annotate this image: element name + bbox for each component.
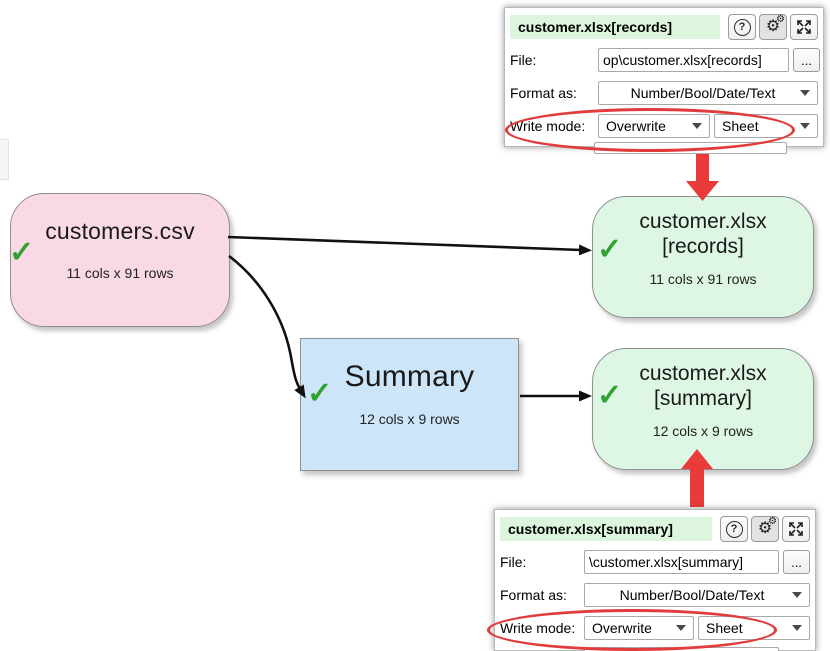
expand-button[interactable] — [782, 516, 810, 542]
chevron-down-icon — [692, 123, 702, 129]
annotation-arrow-down-icon — [686, 146, 719, 201]
write-target-dropdown[interactable]: Sheet — [714, 114, 818, 138]
file-path-input[interactable] — [584, 550, 779, 574]
write-mode-dropdown[interactable]: Overwrite — [598, 114, 710, 138]
gear-icon: ⚙⚙ — [757, 516, 777, 537]
gear-icon: ⚙⚙ — [765, 14, 785, 35]
help-button[interactable]: ? — [720, 516, 748, 542]
check-icon: ✓ — [597, 233, 623, 266]
file-label: File: — [510, 52, 537, 68]
settings-button[interactable]: ⚙⚙ — [751, 516, 779, 542]
file-path-input[interactable] — [598, 48, 789, 72]
node-customer-xlsx-summary[interactable]: ✓ customer.xlsx [summary] 12 cols x 9 ro… — [592, 348, 814, 470]
node-dimensions: 11 cols x 91 rows — [66, 265, 174, 281]
node-title: customers.csv — [45, 218, 195, 244]
node-dimensions: 12 cols x 9 rows — [359, 411, 460, 427]
check-icon: ✓ — [597, 379, 623, 412]
expand-button[interactable] — [790, 14, 818, 40]
format-as-dropdown[interactable]: Number/Bool/Date/Text — [584, 583, 810, 607]
chevron-down-icon — [792, 592, 802, 598]
panel-title: customer.xlsx[records] — [510, 15, 720, 39]
edge-source-to-transform — [228, 254, 306, 399]
format-as-dropdown[interactable]: Number/Bool/Date/Text — [598, 81, 818, 105]
node-title-line1: customer.xlsx — [639, 210, 767, 233]
file-label: File: — [500, 554, 527, 570]
node-title: Summary — [344, 360, 475, 393]
chevron-down-icon — [800, 90, 810, 96]
write-mode-label: Write mode: — [510, 118, 586, 134]
write-mode-label: Write mode: — [500, 620, 576, 636]
chevron-down-icon — [676, 625, 686, 631]
output-panel-summary: customer.xlsx[summary] ? ⚙⚙ File: ... Fo… — [487, 509, 816, 651]
panel-title: customer.xlsx[summary] — [500, 517, 712, 541]
node-title-line1: customer.xlsx — [639, 362, 767, 385]
check-icon: ✓ — [307, 377, 333, 410]
format-as-label: Format as: — [510, 85, 577, 101]
node-title-line2: [records] — [662, 234, 744, 258]
node-title-line2: [summary] — [653, 386, 752, 410]
node-customers-csv[interactable]: ✓ customers.csv 11 cols x 91 rows — [9, 193, 230, 327]
node-customer-xlsx-records[interactable]: ✓ customer.xlsx [records] 11 cols x 91 r… — [592, 196, 814, 318]
node-dimensions: 12 cols x 9 rows — [652, 422, 754, 439]
browse-button[interactable]: ... — [783, 550, 810, 574]
settings-button[interactable]: ⚙⚙ — [759, 14, 787, 40]
check-icon: ✓ — [9, 236, 35, 269]
edge-source-to-records — [227, 235, 592, 256]
node-summary-transform[interactable]: ✓ Summary 12 cols x 9 rows — [300, 338, 519, 471]
format-as-label: Format as: — [500, 587, 567, 603]
help-icon: ? — [733, 18, 751, 36]
output-panel-records: customer.xlsx[records] ? ⚙⚙ File: ... Fo… — [504, 7, 824, 154]
cropped-widget-fragment — [0, 139, 9, 180]
help-button[interactable]: ? — [728, 14, 756, 40]
browse-button[interactable]: ... — [793, 48, 820, 72]
cropped-next-row — [584, 647, 779, 651]
write-mode-dropdown[interactable]: Overwrite — [584, 616, 694, 640]
chevron-down-icon — [792, 625, 802, 631]
expand-arrows-icon — [797, 20, 811, 34]
write-target-dropdown[interactable]: Sheet — [698, 616, 810, 640]
chevron-down-icon — [800, 123, 810, 129]
node-dimensions: 11 cols x 91 rows — [649, 270, 757, 287]
help-icon: ? — [725, 520, 743, 538]
cropped-next-row — [594, 142, 787, 154]
expand-arrows-icon — [789, 522, 803, 536]
